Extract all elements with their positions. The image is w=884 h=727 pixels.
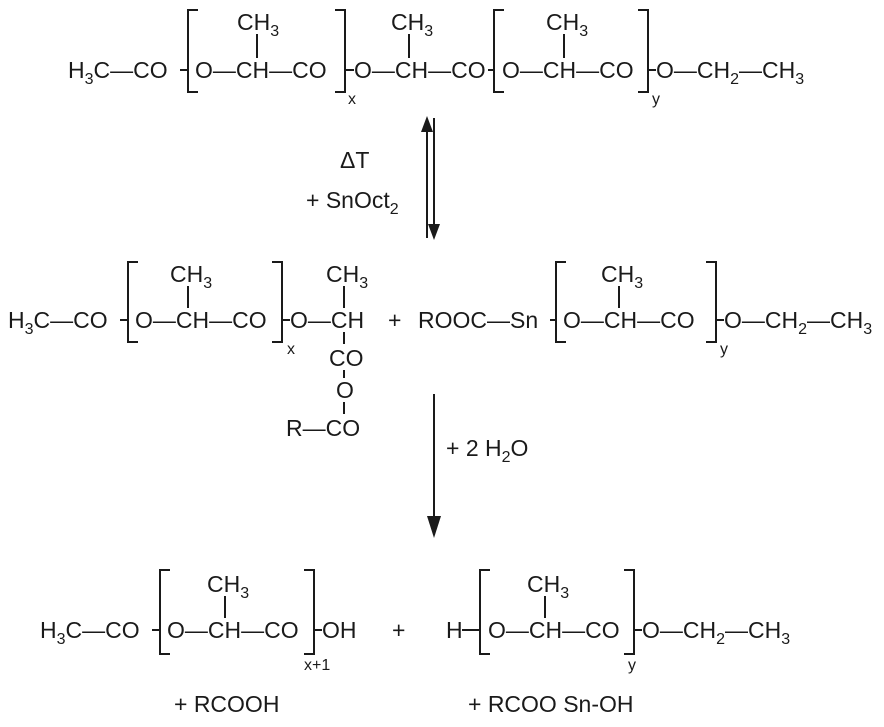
- intermediate-bracket-open-y: [555, 261, 566, 343]
- product-index-y: y: [628, 657, 636, 674]
- product-right-end: O—CH2—CH3: [642, 617, 790, 648]
- product-right: H O—CH—CO CH3 y O—CH2—CH3: [446, 569, 790, 674]
- intermediate-right: ROOC—Sn O—CH—CO CH3 y O—CH2—CH3: [418, 261, 872, 358]
- step2-water-label: + 2 H2O: [446, 435, 528, 466]
- intermediate-rco: R—CO: [286, 415, 360, 441]
- intermediate-left-start: H3C—CO: [8, 307, 108, 338]
- byproduct-rcooh: + RCOOH: [174, 691, 279, 717]
- reactant-middle: O—CH—CO: [354, 57, 486, 83]
- reverse-arrow-head: [421, 116, 433, 132]
- intermediate-o: O: [336, 377, 354, 403]
- reactant-index-y: y: [652, 91, 660, 108]
- step1-heat-label: ΔT: [340, 147, 369, 173]
- intermediate-right-start: ROOC—Sn: [418, 307, 538, 333]
- product-methyl: CH3: [207, 571, 249, 602]
- reactant-methyl: CH3: [391, 9, 433, 40]
- intermediate-left: H3C—CO O—CH—CO CH3 x O—CH CH3 CO O R—CO: [8, 261, 368, 441]
- intermediate-methyl: CH3: [170, 261, 212, 292]
- product-index-x1: x+1: [304, 657, 330, 674]
- intermediate-right-block: O—CH—CO: [563, 307, 695, 333]
- reactant-right-block: O—CH—CO: [502, 57, 634, 83]
- reactant-end: O—CH2—CH3: [656, 57, 804, 88]
- product-left-start: H3C—CO: [40, 617, 140, 648]
- product-left-end: OH: [322, 617, 357, 643]
- intermediate-right-end: O—CH2—CH3: [724, 307, 872, 338]
- reactant-index-x: x: [348, 91, 356, 108]
- intermediate-left-block: O—CH—CO: [135, 307, 267, 333]
- forward-arrow-head: [428, 224, 440, 240]
- intermediate-index-y: y: [720, 341, 728, 358]
- step1-catalyst-label: + SnOct2: [306, 187, 399, 218]
- product-bracket-close-y: [624, 569, 635, 655]
- intermediate-methyl: CH3: [326, 261, 368, 292]
- product-bracket-close: [304, 569, 315, 655]
- hydrolysis-arrow: [427, 394, 441, 538]
- reactant-polymer: H3C—CO O—CH—CO CH3 x O—CH—CO CH3 O—CH—CO…: [68, 9, 804, 108]
- reactant-bracket-open-x: [187, 9, 198, 93]
- reactant-bracket-close-x: [335, 9, 346, 93]
- intermediate-methyl: CH3: [601, 261, 643, 292]
- product-bracket-open: [159, 569, 170, 655]
- product-bracket-open-y: [479, 569, 490, 655]
- byproduct-rcoo-sn-oh: + RCOO Sn-OH: [468, 691, 634, 717]
- product-plus: +: [392, 617, 405, 643]
- reactant-bracket-close-y: [638, 9, 649, 93]
- product-right-start: H: [446, 617, 463, 643]
- intermediate-co: CO: [329, 345, 364, 371]
- product-left: H3C—CO O—CH—CO CH3 x+1 OH: [40, 569, 357, 674]
- reactant-left-block: O—CH—CO: [195, 57, 327, 83]
- intermediate-left-end: O—CH: [290, 307, 364, 333]
- intermediate-index-x: x: [287, 341, 295, 358]
- product-right-block: O—CH—CO: [488, 617, 620, 643]
- equilibrium-arrow: [421, 116, 440, 240]
- product-left-block: O—CH—CO: [167, 617, 299, 643]
- hydrolysis-arrow-head: [427, 516, 441, 538]
- product-methyl: CH3: [527, 571, 569, 602]
- reactant-bracket-open-y: [493, 9, 504, 93]
- reactant-methyl: CH3: [546, 9, 588, 40]
- intermediate-plus: +: [388, 307, 401, 333]
- intermediate-bracket-close-x: [272, 261, 283, 343]
- reactant-start: H3C—CO: [68, 57, 168, 88]
- reactant-methyl: CH3: [237, 9, 279, 40]
- intermediate-bracket-open-x: [127, 261, 138, 343]
- intermediate-bracket-close-y: [706, 261, 717, 343]
